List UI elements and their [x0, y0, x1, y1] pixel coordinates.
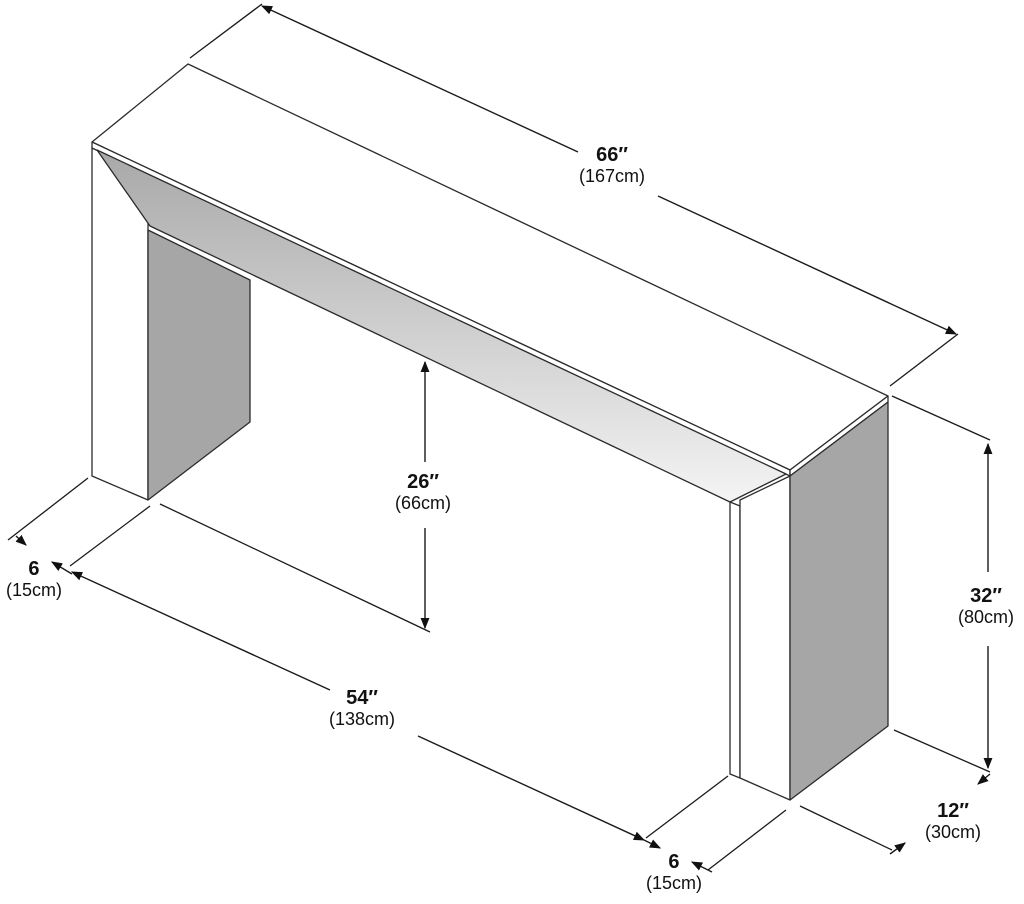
table-illustration: [91, 63, 889, 801]
left-leg-width-metric: (15cm): [5, 580, 63, 601]
dimension-lines: [7, 3, 993, 873]
width-extension-right: [889, 333, 959, 387]
left-leg-width-value: 6: [28, 558, 40, 580]
left-leg-width-label: 6 (15cm): [6, 558, 62, 601]
height-value: 32″: [970, 585, 1002, 607]
left-leg-extension: [7, 477, 89, 541]
height-label: 32″ (80cm): [958, 585, 1014, 628]
inner-width-floor-line: [159, 503, 431, 633]
right-leg-arrow-a: [643, 839, 662, 849]
depth-arrow-b: [889, 842, 906, 855]
right-leg-extension: [707, 809, 787, 871]
depth-value: 12″: [937, 800, 969, 822]
depth-metric: (30cm): [924, 822, 982, 843]
right-leg-front-face: [739, 475, 791, 801]
height-extension-bottom: [893, 729, 991, 773]
width-value: 66″: [596, 144, 628, 166]
inner-width-extension-right: [645, 775, 729, 839]
height-metric: (80cm): [957, 607, 1015, 628]
width-dim-line-a: [260, 5, 579, 153]
right-leg-width-metric: (15cm): [645, 873, 703, 894]
left-leg-arrow-a: [15, 534, 27, 546]
inner-width-extension-left: [69, 505, 151, 567]
left-leg-side-face: [147, 229, 251, 501]
inner-width-metric: (138cm): [328, 709, 396, 730]
inner-width-dim-line-a: [70, 571, 331, 691]
right-leg-inner-face: [729, 501, 741, 779]
inner-width-dim-line-b: [417, 735, 646, 841]
clearance-metric: (66cm): [394, 493, 452, 514]
clearance-label: 26″ (66cm): [395, 471, 451, 514]
right-leg-width-label: 6 (15cm): [646, 851, 702, 894]
depth-arrow-a: [977, 773, 991, 785]
depth-label: 12″ (30cm): [925, 800, 981, 843]
clearance-value: 26″: [407, 471, 439, 493]
width-label: 66″ (167cm): [579, 144, 645, 187]
width-dim-line-b: [657, 195, 958, 335]
right-leg-side-face: [789, 401, 889, 801]
width-metric: (167cm): [578, 166, 646, 187]
right-leg-width-value: 6: [668, 851, 680, 873]
inner-width-label: 54″ (138cm): [329, 687, 395, 730]
depth-extension-front: [799, 805, 893, 851]
width-extension-left: [189, 3, 263, 59]
height-extension-top: [891, 395, 991, 441]
inner-width-value: 54″: [346, 687, 378, 709]
right-leg-arrow-b: [690, 861, 713, 873]
left-leg-arrow-b: [51, 561, 73, 575]
